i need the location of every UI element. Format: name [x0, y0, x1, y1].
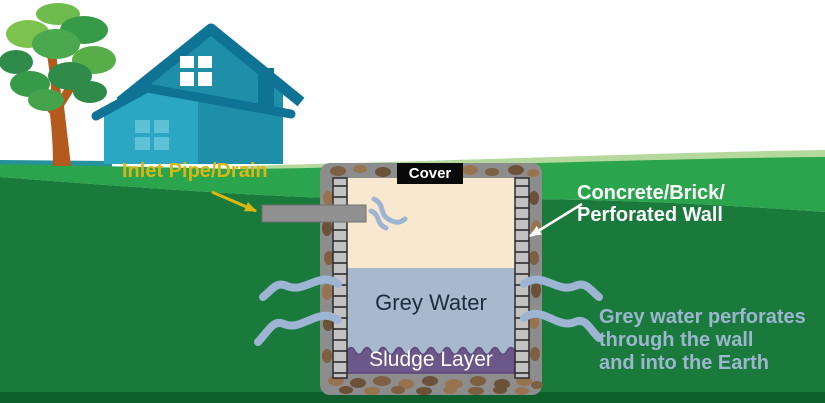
inlet-arrow [211, 190, 257, 213]
tank-pebbles [322, 165, 543, 395]
seepage-note-label: Grey water perforates through the wall a… [599, 306, 806, 375]
wall-label-line1: Concrete/Brick/ [577, 182, 725, 204]
seepage-note-line1: Grey water perforates [599, 306, 806, 328]
tank-air-space [347, 178, 515, 268]
tank-sludge-layer [346, 346, 516, 374]
house-lower-window [135, 120, 169, 150]
annotation-arrows [211, 190, 583, 238]
wall-arrow [529, 202, 583, 238]
inlet-water-flow [368, 196, 408, 231]
water-flow-left-lower [254, 311, 342, 346]
water-flow-right-upper [520, 275, 603, 301]
wall-label-line2: Perforated Wall [577, 204, 723, 226]
seepage-note-line3: and into the Earth [599, 352, 769, 374]
water-flow-right-lower [520, 309, 603, 342]
cover-label: Cover [397, 163, 463, 184]
house-illustration [91, 23, 305, 164]
sludge-layer-label: Sludge Layer [369, 348, 493, 371]
tree-illustration [0, 3, 116, 166]
tree-foliage [0, 3, 116, 111]
house-front-roof [91, 83, 296, 121]
house-back-roof [116, 23, 305, 107]
soak-pit-tank [320, 163, 543, 395]
seepage-flows [254, 275, 603, 346]
grey-water-label: Grey Water [375, 290, 487, 315]
wall-label: Concrete/Brick/ Perforated Wall [577, 182, 725, 226]
house-upper-window [180, 56, 212, 86]
earth-bottom-strip [0, 392, 825, 403]
water-flow-left-upper [259, 275, 342, 301]
inlet-pipe-graphic [261, 204, 367, 223]
seepage-note-line2: through the wall [599, 329, 754, 351]
inlet-pipe-label: Inlet Pipe/Drain [122, 160, 268, 182]
